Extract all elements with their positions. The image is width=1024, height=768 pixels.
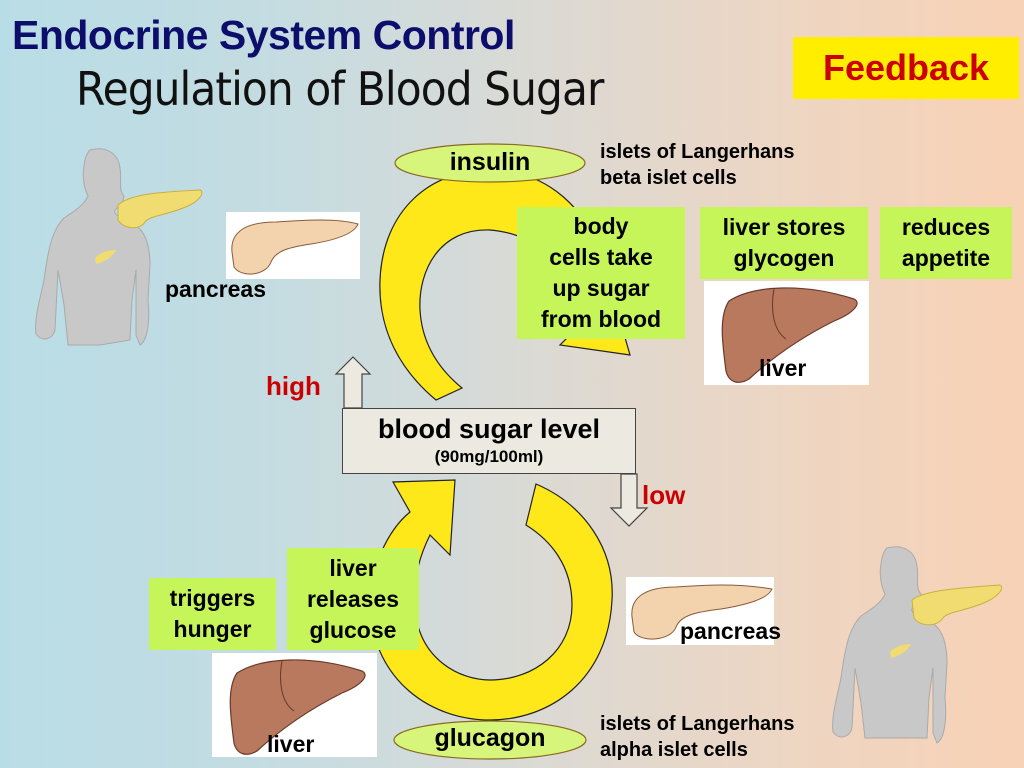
human-silhouette-icon — [832, 546, 948, 744]
effect-body-cells-take-up-sugar: body cells take up sugar from blood — [517, 207, 685, 339]
effect-line: liver stores — [722, 214, 846, 240]
pancreas-label: pancreas — [165, 276, 267, 302]
pancreas-icon — [95, 189, 203, 264]
effect-line: reduces — [901, 214, 991, 240]
low-down-arrow-icon — [609, 473, 649, 527]
pancreas-icon — [231, 219, 359, 275]
pancreas-icon — [631, 584, 773, 640]
effect-line: body — [573, 213, 629, 239]
feedback-badge: Feedback — [793, 37, 1019, 99]
effect-line: appetite — [901, 245, 991, 271]
liver-icon — [229, 659, 366, 755]
alpha-cells-source: islets of Langerhans alpha islet cells — [600, 711, 795, 763]
source-line: beta islet cells — [600, 167, 737, 189]
effect-line: releases — [306, 585, 400, 612]
effect-line: glycogen — [733, 245, 835, 271]
effect-liver-releases-glucose: liver releases glucose — [287, 548, 419, 650]
effect-reduces-appetite: reduces appetite — [880, 207, 1012, 279]
effect-liver-stores-glycogen: liver stores glycogen — [700, 207, 868, 279]
source-line: islets of Langerhans — [600, 141, 795, 163]
high-label: high — [266, 371, 321, 401]
beta-cells-source: islets of Langerhans beta islet cells — [600, 139, 795, 191]
effect-line: glucose — [309, 616, 397, 643]
pancreas-image — [226, 212, 360, 279]
glucagon-label: glucagon — [434, 724, 546, 752]
liver-image: liver — [212, 653, 377, 757]
high-up-arrow-icon — [334, 356, 372, 409]
pancreas-label: pancreas — [680, 618, 782, 644]
source-line: alpha islet cells — [600, 739, 748, 761]
effect-line: cells take — [549, 244, 653, 270]
liver-image: liver — [704, 281, 869, 385]
glucagon-oval: glucagon — [392, 719, 588, 761]
liver-icon — [721, 287, 858, 383]
blood-sugar-level-label: blood sugar level — [377, 414, 601, 444]
liver-label: liver — [759, 355, 807, 381]
glucagon-loop-arrow — [369, 479, 613, 721]
effect-line: liver — [329, 554, 377, 581]
blood-sugar-level-box: blood sugar level (90mg/100ml) — [342, 408, 636, 474]
source-line: islets of Langerhans — [600, 713, 795, 735]
pancreas-icon — [890, 584, 1003, 658]
low-label: low — [642, 480, 686, 510]
effect-line: from blood — [540, 306, 662, 332]
effect-line: up sugar — [552, 275, 650, 301]
insulin-label: insulin — [449, 148, 531, 176]
effect-line: triggers — [169, 585, 256, 611]
effect-triggers-hunger: triggers hunger — [149, 578, 276, 650]
subtitle: Regulation of Blood Sugar — [76, 62, 604, 116]
human-silhouette-icon — [35, 148, 151, 346]
insulin-oval: insulin — [393, 142, 587, 184]
title: Endocrine System Control — [12, 12, 515, 58]
liver-label: liver — [267, 731, 315, 757]
feedback-label: Feedback — [822, 47, 990, 88]
pancreas-image — [626, 577, 774, 645]
blood-sugar-level-value: (90mg/100ml) — [434, 447, 544, 466]
effect-line: hunger — [173, 616, 252, 642]
